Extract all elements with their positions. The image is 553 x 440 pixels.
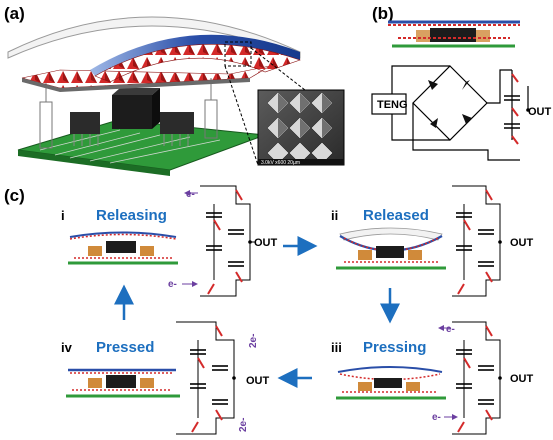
stage-iii-title: Pressing (363, 339, 426, 356)
panel-b-diodes (428, 80, 472, 128)
stage-i-electron-bottom: e- (168, 279, 177, 290)
stage-ii-number: ii (331, 208, 338, 223)
stage-ii-capacitors (456, 212, 494, 267)
panel-a-label: (a) (4, 4, 25, 23)
stage-ii-circuit (452, 185, 501, 297)
stage-i-device (68, 231, 178, 265)
arch-pyramid-film (94, 44, 301, 83)
stage-iv-title: Pressed (96, 339, 154, 356)
stage-iv-device (66, 368, 180, 398)
stage-iv-number: iv (61, 340, 73, 355)
stage-ii: ii Released (331, 185, 534, 297)
stage-iv-electron-bottom: 2e- (238, 418, 249, 432)
stage-iv-capacitors (190, 349, 228, 405)
arch-blue-film (90, 34, 300, 76)
sem-scale-bar-text: 3.0kV x600 20µm (261, 160, 300, 166)
stage-i-capacitors (206, 212, 244, 267)
panel-b-label: (b) (372, 4, 394, 23)
stage-i-switches (207, 189, 243, 295)
panel-b-circuit (391, 65, 529, 161)
panel-a: (a) (4, 4, 345, 176)
stage-iii-out-label: OUT (510, 373, 534, 385)
teng-box (371, 93, 407, 115)
stage-i-electron-top: e- (186, 189, 195, 200)
chip-assembly (70, 88, 194, 146)
panel-b-out-label: OUT (528, 106, 552, 118)
stage-iii-circuit (452, 321, 501, 435)
stage-i-number: i (61, 208, 65, 223)
stage-ii-switches (457, 189, 493, 295)
pcb-board-edge (18, 150, 170, 176)
stage-iii-electron-bottom: e- (432, 412, 441, 423)
stage-i-out-label: OUT (254, 237, 278, 249)
teng-label: TENG (377, 99, 408, 111)
stage-i-title: Releasing (96, 207, 167, 224)
stage-iii-capacitors (456, 349, 494, 405)
zoom-indicator (224, 41, 306, 166)
panel-c: (c) i Releasing (4, 185, 534, 435)
stage-i-circuit (200, 185, 251, 297)
stage-iv: iv Pressed (61, 321, 270, 435)
panel-b-capacitors (504, 95, 520, 129)
stage-iii-electron-top: e- (446, 324, 455, 335)
stage-iv-switches (191, 325, 223, 433)
stage-iii-switches (457, 325, 493, 433)
cycle-arrows (114, 236, 400, 388)
support-frame (39, 78, 218, 149)
sem-micrograph: 3.0kV x600 20µm (257, 89, 345, 166)
panel-b: (b) TENG (371, 4, 552, 161)
panel-b-switches (511, 73, 519, 145)
stage-iii-device (336, 366, 446, 400)
stage-ii-device (336, 227, 446, 270)
bottom-film-edge (22, 78, 250, 92)
stage-ii-title: Released (363, 207, 429, 224)
stage-ii-out-label: OUT (510, 237, 534, 249)
stage-iii: iii Pressing (331, 321, 534, 435)
stage-iv-electron-top: 2e- (248, 334, 259, 348)
stage-i: i Releasing (61, 185, 278, 297)
stage-iii-number: iii (331, 340, 342, 355)
stage-iv-circuit (176, 321, 235, 435)
panel-b-output-node (526, 108, 530, 112)
stage-iv-out-label: OUT (246, 375, 270, 387)
panel-b-device (388, 20, 520, 48)
panel-c-label: (c) (4, 186, 25, 205)
